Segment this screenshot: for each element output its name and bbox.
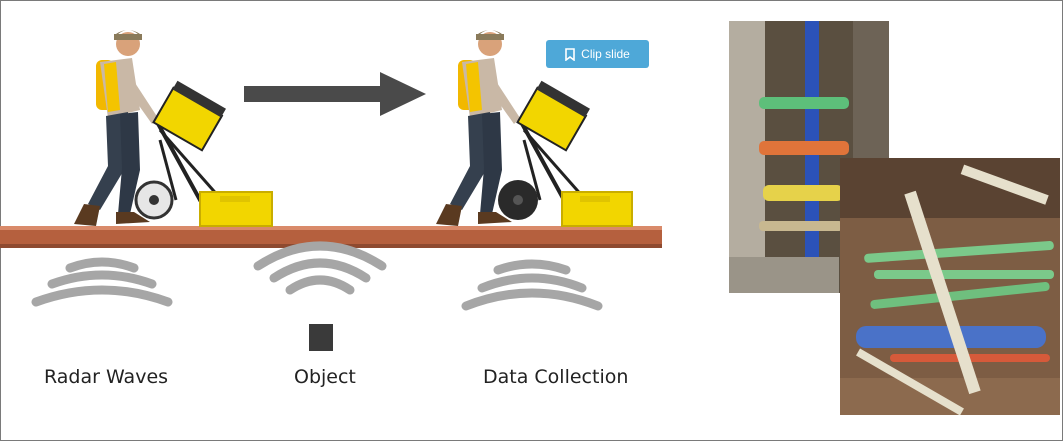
gpr-device-right [498, 80, 633, 227]
reflection-waves-icon [253, 241, 387, 295]
clip-icon [565, 47, 575, 61]
data-collection-label: Data Collection [483, 366, 629, 388]
buried-object-icon [309, 324, 333, 351]
gpr-diagram [0, 30, 662, 351]
clip-slide-button[interactable]: Clip slide [546, 40, 649, 68]
object-label: Object [294, 366, 356, 388]
operator-right-figure [436, 30, 520, 226]
clip-slide-label: Clip slide [581, 47, 630, 61]
direction-arrow [244, 72, 426, 116]
gpr-device-left [134, 80, 273, 227]
operator-left-figure [74, 30, 158, 226]
data-collection-waves-icon [461, 259, 603, 311]
radar-waves-label: Radar Waves [44, 366, 169, 388]
excavation-photo [840, 158, 1060, 415]
radar-waves-icon [31, 257, 173, 307]
